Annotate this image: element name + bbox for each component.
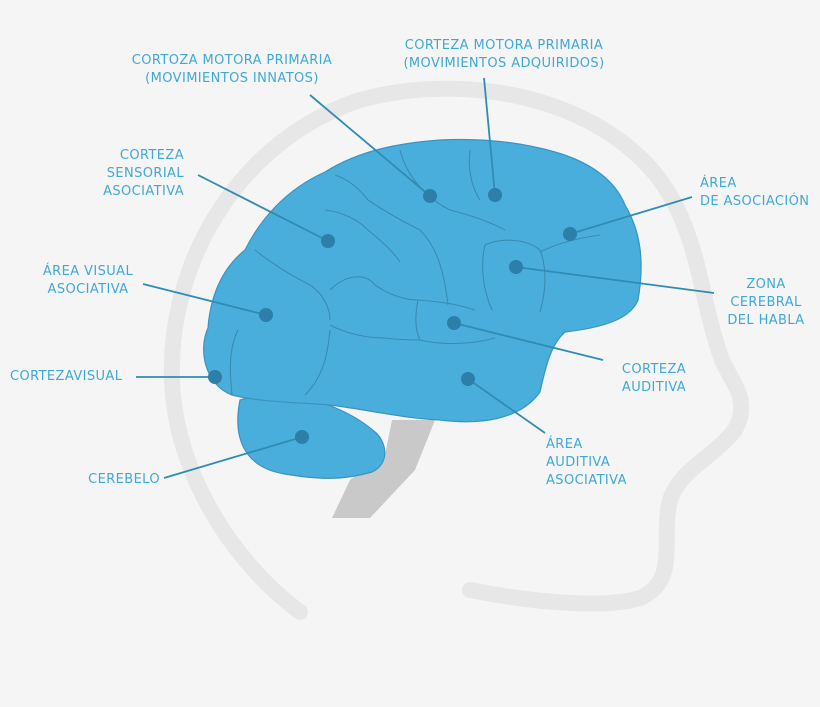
marker-motora-adquiridos: [488, 188, 502, 202]
label-visual-asociativa: ÁREA VISUAL ASOCIATIVA: [42, 264, 134, 297]
marker-cerebelo: [295, 430, 309, 444]
marker-motora-innatos: [423, 189, 437, 203]
label-corteza-auditiva: CORTEZA AUDITIVA: [621, 362, 687, 395]
head-outline: [163, 80, 750, 620]
label-asociacion: ÁREA DE ASOCIACIÓN: [700, 176, 810, 209]
label-corteza-visual: CORTEZAVISUAL: [10, 369, 123, 384]
label-sensorial: CORTEZA SENSORIAL ASOCIATIVA: [103, 148, 184, 199]
brain-sulci: [229, 149, 601, 396]
label-cerebelo: CEREBELO: [88, 472, 160, 487]
brainstem: [332, 420, 435, 518]
label-motora-adquiridos: CORTEZA MOTORA PRIMARIA (MOVIMIENTOS ADQ…: [403, 38, 605, 71]
marker-visual-asociativa: [259, 308, 273, 322]
label-zona-habla: ZONA CEREBRAL DEL HABLA: [727, 277, 805, 328]
marker-corteza-auditiva: [447, 316, 461, 330]
region-markers: [208, 188, 577, 444]
marker-zona-habla: [509, 260, 523, 274]
marker-sensorial: [321, 234, 335, 248]
marker-asociacion: [563, 227, 577, 241]
brain-cortex: [203, 138, 642, 423]
marker-auditiva-asociativa: [461, 372, 475, 386]
leader-lines: [136, 77, 715, 479]
label-motora-innatos: CORTOZA MOTORA PRIMARIA (MOVIMIENTOS INN…: [131, 53, 333, 86]
label-auditiva-asociativa: ÁREA AUDITIVA ASOCIATIVA: [546, 437, 627, 488]
marker-corteza-visual: [208, 370, 222, 384]
cerebellum: [237, 391, 386, 479]
